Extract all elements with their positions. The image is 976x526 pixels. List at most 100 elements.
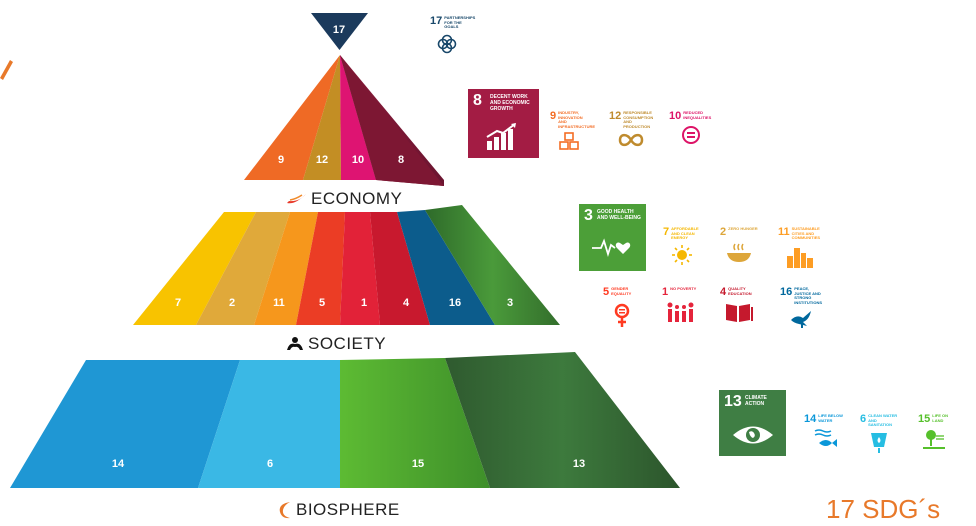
biosphere-segment-label-13: 13 [573, 458, 585, 470]
goal-13-tile: 13 CLIMATE ACTION [719, 390, 786, 456]
goal-6-title: CLEAN WATER AND SANITATION [868, 413, 898, 427]
sun-icon [672, 244, 693, 265]
economy-segment-label-8: 8 [398, 154, 404, 166]
biosphere-segment-label-6: 6 [267, 458, 273, 470]
tree-icon [923, 430, 946, 449]
economy-segment-label-12: 12 [316, 154, 328, 166]
orange-arrow-icon [0, 60, 13, 80]
goal-16-number: 16 [780, 286, 793, 298]
society-segment-5 [296, 212, 345, 325]
bowl-icon [727, 243, 752, 262]
biosphere-segment-15 [340, 358, 490, 488]
society-segment-4 [370, 212, 430, 325]
society-label: SOCIETY [286, 334, 387, 354]
goal-3-number: 3 [584, 207, 593, 224]
equals-icon [682, 126, 701, 144]
biosphere-segment-label-14: 14 [112, 458, 125, 470]
economy-segment-12 [303, 55, 341, 180]
goal-14-number: 14 [804, 413, 817, 425]
economy-segment-9 [244, 55, 340, 180]
biosphere-segment-13 [445, 352, 680, 488]
goal-3-title: GOOD HEALTH AND WELL-BEING [597, 209, 641, 221]
goal-1-title: NO POVERTY [670, 286, 697, 291]
goal-15-title: LIFE ON LAND [932, 413, 949, 423]
goal-3-tile: 3 GOOD HEALTH AND WELL-BEING [579, 204, 646, 271]
goal-12-title: RESPONSIBLE CONSUMPTION AND PRODUCTION [623, 110, 654, 129]
society-segment-label-2: 2 [229, 297, 235, 309]
goal-12-number: 12 [609, 110, 622, 122]
goal-5-number: 5 [603, 286, 610, 298]
fish-icon [814, 429, 838, 447]
goal-4-number: 4 [720, 286, 727, 298]
goal-7-title: AFFORDABLE AND CLEAN ENERGY [671, 226, 699, 240]
goal-15-number: 15 [918, 413, 931, 425]
goal-14-title: LIFE BELOW WATER [818, 413, 843, 423]
goal-2-title: ZERO HUNGER [728, 226, 758, 231]
goal-13-number: 13 [724, 393, 742, 410]
goal-2-number: 2 [720, 226, 727, 238]
economy-segment-label-9: 9 [278, 154, 284, 166]
biosphere-segment-14 [10, 360, 240, 488]
goal-6-number: 6 [860, 413, 867, 425]
goal-9-title: INDUSTRY, INNOVATION AND INFRASTRUCTURE [558, 110, 596, 129]
cubes-icon [559, 132, 579, 150]
book-icon [726, 304, 754, 322]
city-icon [786, 247, 813, 268]
gender-icon [614, 303, 630, 327]
family-icon [667, 302, 694, 322]
goal-8-number: 8 [473, 92, 482, 109]
flower-rings-icon [437, 34, 457, 53]
goal-10-title: REDUCED INEQUALITIES [683, 110, 712, 120]
heartbeat-icon [592, 238, 631, 257]
society-label-text: SOCIETY [308, 334, 387, 353]
biosphere-label-text: BIOSPHERE [296, 500, 400, 519]
economy-label: ECONOMY [287, 189, 403, 209]
society-segment-label-3: 3 [507, 297, 513, 309]
society-segment-3 [425, 205, 560, 325]
goal-10-number: 10 [669, 110, 682, 122]
goal-11-number: 11 [778, 226, 790, 238]
society-segment-label-7: 7 [175, 297, 181, 309]
society-segment-label-5: 5 [319, 297, 325, 309]
leaf-c-icon [279, 502, 290, 519]
sdg-count-text: 17 SDG´s [826, 494, 941, 524]
water-icon [871, 432, 888, 453]
society-segment-label-1: 1 [361, 297, 367, 309]
society-segment-label-4: 4 [403, 297, 410, 309]
swoosh-icon [287, 194, 306, 204]
tip-17-number: 17 [333, 24, 345, 36]
goal-16-title: PEACE, JUSTICE AND STRONG INSTITUTIONS [794, 286, 823, 305]
biosphere-label: BIOSPHERE [278, 500, 400, 520]
goal-7-number: 7 [663, 226, 670, 238]
dove-icon [791, 311, 812, 328]
people-hug-icon [287, 337, 303, 350]
goal-9-number: 9 [550, 110, 557, 122]
society-segment-label-16: 16 [449, 297, 461, 309]
goal-5-title: GENDER EQUALITY [611, 286, 632, 296]
growth-chart-icon [486, 123, 516, 150]
goal-1-number: 1 [662, 286, 669, 298]
goal-13-title: CLIMATE ACTION [745, 395, 767, 407]
eye-earth-icon [733, 426, 773, 444]
goal-17-title: PARTNERSHIPS FOR THE GOALS [444, 15, 476, 29]
goal-11-title: SUSTAINABLE CITIES AND COMMUNITIES [791, 226, 821, 240]
society-segment-11 [254, 212, 318, 325]
biosphere-segment-6 [198, 360, 340, 488]
goal-4-title: QUALITY EDUCATION [728, 286, 752, 296]
goal-17-partnerships: 17 PARTNERSHIPS FOR THE GOALS [430, 15, 476, 55]
society-segment-label-11: 11 [273, 297, 285, 309]
economy-segment-label-10: 10 [352, 154, 364, 166]
economy-segment-8-shade [340, 55, 444, 186]
biosphere-segment-label-15: 15 [412, 458, 424, 470]
